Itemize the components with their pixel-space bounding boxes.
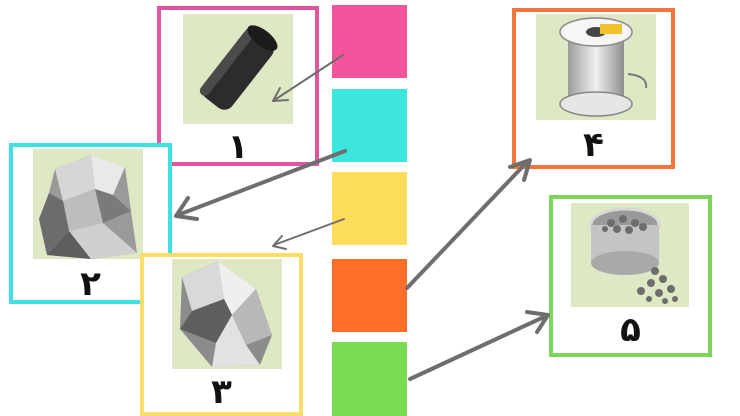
charcoal-image	[183, 14, 293, 124]
arrow-pink-to-card-1	[272, 54, 344, 102]
card-5[interactable]: ۵	[549, 195, 712, 357]
swatch-orange[interactable]	[332, 259, 407, 332]
swatch-yellow[interactable]	[332, 172, 407, 245]
arrow-orange-to-card-4	[405, 159, 530, 290]
card-5-label: ۵	[620, 310, 641, 350]
card-1-label: ١	[227, 127, 249, 167]
swatch-pink[interactable]	[332, 5, 407, 78]
pellets-jar-image	[571, 203, 689, 307]
card-4-label: ۴	[583, 125, 604, 165]
arrow-green-to-card-5	[408, 314, 548, 381]
card-2[interactable]: ٢	[9, 143, 172, 304]
card-3[interactable]: ٣	[140, 253, 303, 416]
arrow-cyan-to-card-2	[176, 149, 347, 217]
card-1[interactable]: ١	[157, 6, 319, 166]
metal-chunk-image	[172, 259, 282, 369]
foil-image	[33, 149, 143, 259]
card-3-label: ٣	[211, 372, 232, 412]
arrow-yellow-to-card-3	[273, 218, 345, 246]
card-4[interactable]: ۴	[512, 8, 675, 169]
solder-spool-image	[536, 14, 656, 120]
swatch-green[interactable]	[332, 342, 407, 416]
card-2-label: ٢	[80, 264, 101, 304]
